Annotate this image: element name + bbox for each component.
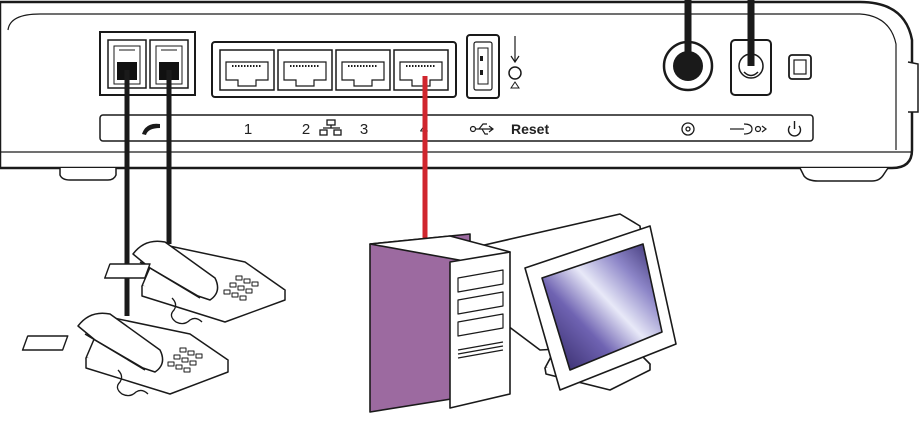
reset-label: Reset: [511, 121, 549, 137]
router-foot-left: [59, 168, 117, 181]
port-label-strip: [99, 114, 814, 142]
router-foot-right: [799, 167, 889, 182]
lan-port-4: [393, 49, 449, 91]
router: 1 2 3 4 Reset: [0, 0, 919, 182]
telephone-2: [104, 240, 286, 325]
lan-label-3: 3: [360, 121, 368, 138]
monitor-screen: [541, 243, 663, 371]
monitor: [479, 213, 677, 391]
power-connector-icon: [730, 123, 767, 135]
lan-port-3: [335, 49, 391, 91]
phone-handset-icon: [142, 123, 160, 135]
usb-port: [466, 34, 500, 99]
power-switch: [788, 54, 812, 80]
reset-button: [508, 36, 522, 89]
usb-icon: [469, 123, 494, 135]
lan-label-1: 1: [244, 121, 252, 138]
pc-tower: [369, 233, 511, 413]
telephone-1: [21, 312, 229, 397]
network-icon: [319, 119, 342, 136]
lan-ports: [211, 41, 457, 98]
lan-port-1: [219, 49, 275, 91]
phone-ports: [99, 31, 196, 96]
coax-icon: [681, 122, 695, 136]
power-icon: [787, 121, 802, 137]
lan-port-2: [277, 49, 333, 91]
router-inner-edge: [7, 13, 897, 150]
lan-label-2: 2: [302, 121, 310, 138]
